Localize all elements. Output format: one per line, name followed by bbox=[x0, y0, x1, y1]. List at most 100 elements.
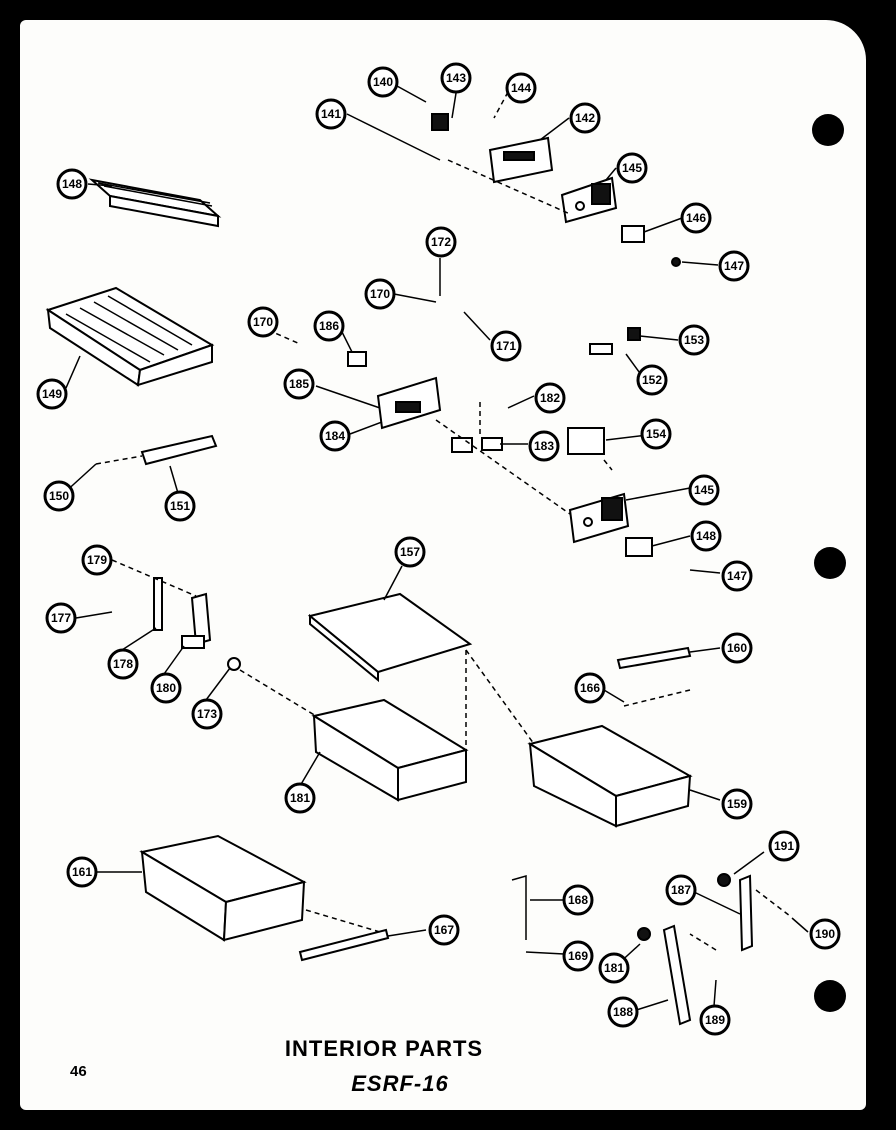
callout-circle bbox=[665, 874, 697, 906]
callout-circle bbox=[678, 324, 710, 356]
part-meat-pan bbox=[311, 698, 469, 802]
callout-circle bbox=[562, 940, 594, 972]
callout-187: 187 bbox=[665, 874, 697, 906]
part-brackets-left bbox=[153, 577, 241, 671]
callout-label: 144 bbox=[511, 81, 531, 95]
callout-circle bbox=[164, 490, 196, 522]
callout-161: 161 bbox=[66, 856, 98, 888]
callout-circle bbox=[598, 952, 630, 984]
callout-circle bbox=[191, 698, 223, 730]
callout-label: 141 bbox=[321, 107, 341, 121]
callout-label: 173 bbox=[197, 707, 217, 721]
part-vertical-rails bbox=[637, 873, 754, 1026]
callout-140: 140 bbox=[367, 66, 399, 98]
callout-label: 150 bbox=[49, 489, 69, 503]
callout-190: 190 bbox=[809, 918, 841, 950]
callout-173: 173 bbox=[191, 698, 223, 730]
callout-183: 183 bbox=[528, 430, 560, 462]
callout-159: 159 bbox=[721, 788, 753, 820]
callout-label: 161 bbox=[72, 865, 92, 879]
callout-189: 189 bbox=[699, 1004, 731, 1036]
part-rail-bottom bbox=[298, 928, 390, 962]
callout-label: 179 bbox=[87, 553, 107, 567]
callout-label: 191 bbox=[774, 839, 794, 853]
callout-circle bbox=[680, 202, 712, 234]
callout-168: 168 bbox=[562, 884, 594, 916]
callout-label: 159 bbox=[727, 797, 747, 811]
callout-label: 149 bbox=[42, 387, 62, 401]
callout-148: 148 bbox=[690, 520, 722, 552]
callout-142: 142 bbox=[569, 102, 601, 134]
callout-circle bbox=[313, 310, 345, 342]
callout-185: 185 bbox=[283, 368, 315, 400]
callout-label: 181 bbox=[604, 961, 624, 975]
callout-147: 147 bbox=[721, 560, 753, 592]
callout-144: 144 bbox=[505, 72, 537, 104]
callout-circle bbox=[616, 152, 648, 184]
callout-170: 170 bbox=[247, 306, 279, 338]
callout-label: 167 bbox=[434, 923, 454, 937]
callout-171: 171 bbox=[490, 330, 522, 362]
callout-label: 183 bbox=[534, 439, 554, 453]
callout-147: 147 bbox=[718, 250, 750, 282]
callout-label: 181 bbox=[290, 791, 310, 805]
callout-186: 186 bbox=[313, 310, 345, 342]
callout-145: 145 bbox=[616, 152, 648, 184]
page-number: 46 bbox=[70, 1063, 87, 1080]
part-thermostat-bracket bbox=[347, 351, 442, 430]
callout-circle bbox=[36, 378, 68, 410]
callout-circle bbox=[721, 560, 753, 592]
callout-182: 182 bbox=[534, 382, 566, 414]
callout-circle bbox=[45, 602, 77, 634]
diagram-model-number: ESRF-16 bbox=[351, 1071, 449, 1096]
callout-label: 187 bbox=[671, 883, 691, 897]
callout-label: 143 bbox=[446, 71, 466, 85]
part-crisper-pan-right bbox=[527, 724, 693, 828]
callout-label: 190 bbox=[815, 927, 835, 941]
callout-154: 154 bbox=[640, 418, 672, 450]
callout-circle bbox=[528, 430, 560, 462]
part-crisper-pan-left bbox=[139, 834, 307, 942]
part-bracket-l bbox=[511, 875, 527, 940]
callout-146: 146 bbox=[680, 202, 712, 234]
binder-hole bbox=[814, 980, 846, 1012]
part-ice-tray-small bbox=[88, 178, 222, 228]
callout-label: 148 bbox=[696, 529, 716, 543]
callout-circle bbox=[394, 536, 426, 568]
callout-169: 169 bbox=[562, 940, 594, 972]
callout-label: 160 bbox=[727, 641, 747, 655]
callout-label: 152 bbox=[642, 373, 662, 387]
callout-150: 150 bbox=[43, 480, 75, 512]
callout-circle bbox=[428, 914, 460, 946]
callout-label: 170 bbox=[253, 315, 273, 329]
callout-circle bbox=[247, 306, 279, 338]
callout-circle bbox=[66, 856, 98, 888]
callout-label: 186 bbox=[319, 319, 339, 333]
callout-160: 160 bbox=[721, 632, 753, 664]
binder-hole bbox=[814, 547, 846, 579]
callout-177: 177 bbox=[45, 602, 77, 634]
callout-label: 171 bbox=[496, 339, 516, 353]
callout-label: 148 bbox=[62, 177, 82, 191]
callout-circle bbox=[636, 364, 668, 396]
callout-label: 153 bbox=[684, 333, 704, 347]
callout-circle bbox=[534, 382, 566, 414]
callout-label: 166 bbox=[580, 681, 600, 695]
callout-circle bbox=[490, 330, 522, 362]
callout-circle bbox=[721, 788, 753, 820]
callout-label: 180 bbox=[156, 681, 176, 695]
callout-circle bbox=[721, 632, 753, 664]
callout-circle bbox=[150, 672, 182, 704]
callout-label: 184 bbox=[325, 429, 345, 443]
callout-157: 157 bbox=[394, 536, 426, 568]
callout-label: 145 bbox=[622, 161, 642, 175]
callout-label: 147 bbox=[724, 259, 744, 273]
callout-151: 151 bbox=[164, 490, 196, 522]
callout-circle bbox=[315, 98, 347, 130]
callout-178: 178 bbox=[107, 648, 139, 680]
callout-label: 188 bbox=[613, 1005, 633, 1019]
callout-184: 184 bbox=[319, 420, 351, 452]
callout-circle bbox=[425, 226, 457, 258]
callout-circle bbox=[56, 168, 88, 200]
